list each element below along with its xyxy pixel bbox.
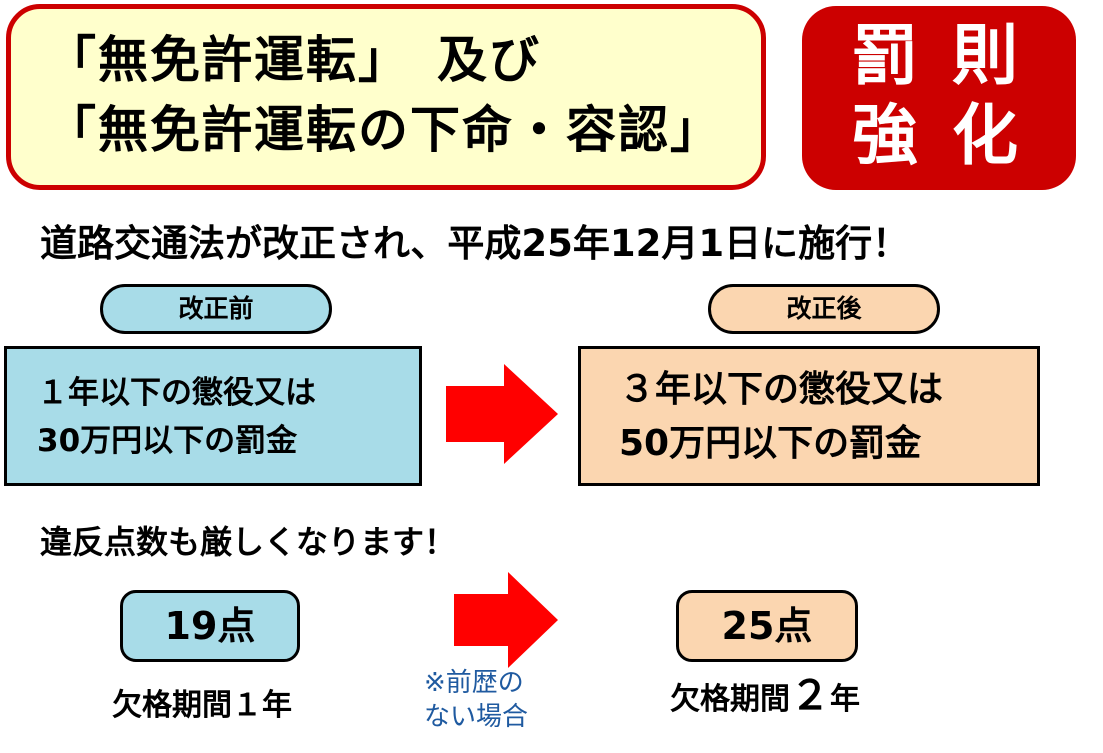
points-after: 25点	[676, 590, 858, 662]
prior-record-note: ※前歴の ない場合	[424, 666, 528, 734]
period-after-suffix: 年	[830, 682, 860, 717]
right-arrow-icon	[446, 364, 558, 464]
badge-line-1: 罰則	[852, 17, 1052, 94]
after-label: 改正後	[708, 284, 940, 334]
before-penalty-line-1: １年以下の懲役又は	[37, 375, 316, 411]
before-penalty-line-2: 30万円以下の罰金	[37, 423, 298, 459]
disqualification-period-before: 欠格期間１年	[112, 688, 292, 723]
penalty-badge	[802, 6, 1076, 190]
title-line-2: 「無免許運転の下命・容認」	[46, 101, 722, 159]
points-before: 19点	[120, 590, 300, 662]
title-box	[6, 4, 766, 190]
disqualification-period-after: 欠格期間２年	[670, 674, 860, 722]
headline: 道路交通法が改正され、平成25年12月1日に施行！	[40, 222, 910, 265]
after-penalty-box: ３年以下の懲役又は 50万円以下の罰金	[578, 346, 1040, 486]
before-penalty-box: １年以下の懲役又は 30万円以下の罰金	[4, 346, 422, 486]
title-line-1: 「無免許運転」 及び	[46, 31, 541, 89]
note-line-2: ない場合	[424, 702, 529, 732]
period-after-prefix: 欠格期間	[670, 682, 790, 717]
period-after-number: ２	[790, 673, 830, 719]
badge-line-2: 強化	[852, 97, 1052, 174]
note-line-1: ※前歴の	[424, 668, 524, 698]
before-label: 改正前	[100, 284, 332, 334]
points-headline: 違反点数も厳しくなります！	[40, 523, 457, 561]
after-penalty-line-2: 50万円以下の罰金	[619, 423, 922, 464]
right-arrow-icon	[454, 572, 558, 668]
after-penalty-line-1: ３年以下の懲役又は	[619, 369, 944, 410]
